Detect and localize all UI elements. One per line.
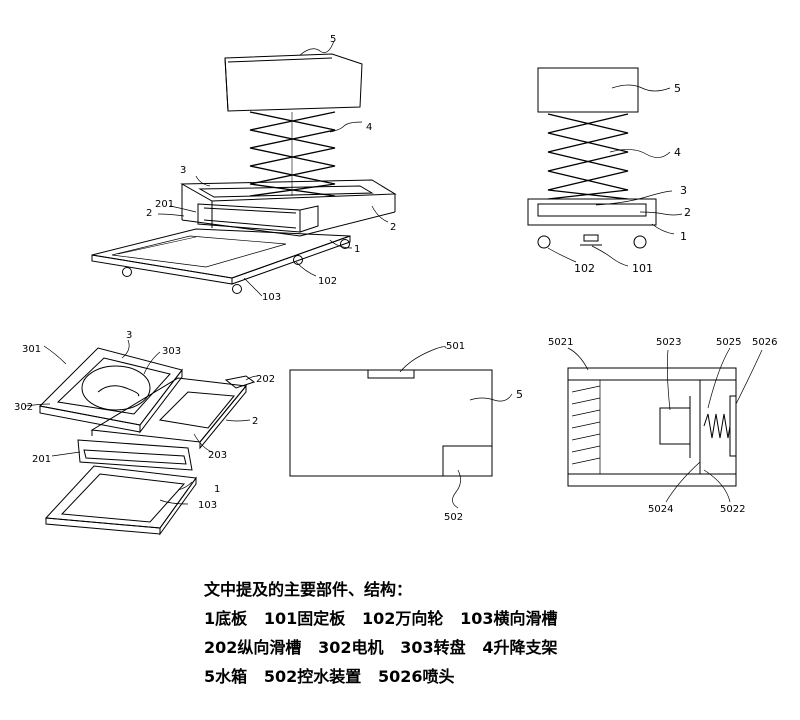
legend-line-2: 202纵向滑槽 302电机 303转盘 4升降支架 [204,638,558,657]
fig3-label-3: 3 [126,330,132,341]
figure-4-water-tank [289,346,513,509]
fig1-label-2a: 2 [146,208,152,219]
fig5-label-5025: 5025 [716,337,741,348]
fig5-label-5023: 5023 [656,337,681,348]
caster-wheels [122,239,350,294]
fig5-label-5021: 5021 [548,337,573,348]
fig1-label-2b: 2 [390,222,396,233]
fig2-label-4: 4 [674,146,681,159]
figure-3-leader-lines [25,339,259,505]
parts-legend: 文中提及的主要部件、结构： 1底板 101固定板 102万向轮 103横向滑槽 … [204,575,764,691]
water-tank-front [537,67,639,113]
fig4-label-5: 5 [516,388,523,401]
control-device-502 [442,445,493,477]
fig2-label-102: 102 [574,262,595,275]
inlet-501 [367,369,415,379]
fig1-label-1: 1 [354,244,360,255]
fig1-label-5: 5 [330,34,336,45]
figure-1-leader-lines [157,40,389,297]
fig3-label-1: 1 [214,484,220,495]
fig2-label-1: 1 [680,230,687,243]
fig2-label-3: 3 [680,184,687,197]
caster-wheel-right [633,235,647,249]
fig2-label-2: 2 [684,206,691,219]
fig3-label-301: 301 [22,344,41,355]
fig5-label-5022: 5022 [720,504,745,515]
legend-line-3: 5水箱 502控水装置 5026喷头 [204,667,455,686]
fig3-label-201: 201 [32,454,51,465]
turntable-frame [38,347,183,434]
legend-line-1: 1底板 101固定板 102万向轮 103横向滑槽 [204,609,558,628]
fig3-label-2: 2 [252,416,258,427]
fig3-label-302: 302 [14,402,33,413]
caster-wheel-left [537,235,551,249]
fig1-label-201: 201 [155,199,174,210]
fig3-label-103: 103 [198,500,217,511]
slider-block [77,439,193,471]
base-plate [91,228,351,285]
upper-platform [180,179,397,237]
base-plate-exploded [44,465,197,536]
fig5-label-5026: 5026 [752,337,777,348]
turntable-disc [81,365,151,411]
scissor-lift-front [547,113,629,200]
figure-4-leader-lines [399,346,513,509]
fig1-label-3: 3 [180,165,186,176]
hatched-wall-5021 [571,380,601,474]
fig3-label-202: 202 [256,374,275,385]
figure-1-isometric-view [91,40,397,297]
water-tank-box [224,53,363,112]
figure-5-control-device [567,347,763,503]
fig3-label-303: 303 [162,346,181,357]
fixed-plate-front [583,234,599,242]
longitudinal-slot-frame [90,375,256,450]
fig1-label-103: 103 [262,292,281,303]
fig2-label-101: 101 [632,262,653,275]
legend-heading: 文中提及的主要部件、结构： [204,580,413,599]
figure-2-front-view [527,67,683,267]
figure-5-leader-lines [567,347,763,503]
fig1-label-4: 4 [366,122,372,133]
spring-5025 [703,413,731,439]
figure-2-leader-lines [547,84,683,267]
fig1-label-102: 102 [318,276,337,287]
fig2-label-5: 5 [674,82,681,95]
figure-3-exploded-view [25,339,259,536]
turntable-front [537,203,647,217]
fig4-label-501: 501 [446,341,465,352]
nozzle-5026 [729,395,737,457]
fig4-label-502: 502 [444,512,463,523]
fig3-label-203: 203 [208,450,227,461]
fig5-label-5024: 5024 [648,504,673,515]
